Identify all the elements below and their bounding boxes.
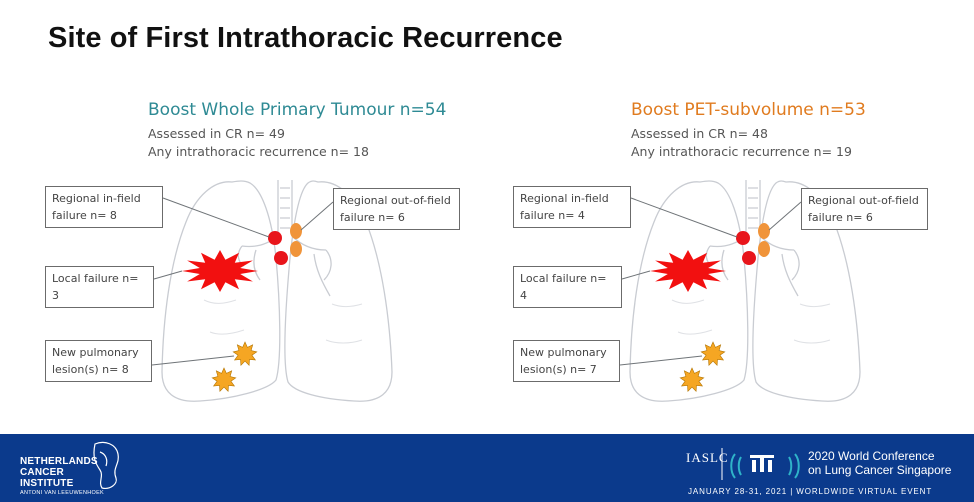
callout-line: failure n= 6	[808, 211, 873, 224]
institute-line: NETHERLANDS	[20, 456, 98, 467]
local-failure-marker	[650, 250, 726, 292]
recurrence-markers-right	[619, 197, 802, 393]
leader-line	[619, 355, 703, 366]
callout-line: New pulmonary	[52, 346, 139, 359]
footer-graphics	[93, 441, 800, 489]
callout-new-pulmonary-left: New pulmonary lesion(s) n= 8	[45, 340, 152, 382]
conference-logo-icon	[730, 453, 800, 479]
recurrence-count: Any intrathoracic recurrence n= 18	[148, 144, 369, 159]
pulmonary-lesion-marker	[232, 341, 258, 367]
callout-regional-out-field-right: Regional out-of-field failure n= 6	[801, 188, 928, 230]
regional-out-field-node	[290, 241, 302, 257]
assessed-count: Assessed in CR n= 49	[148, 126, 285, 141]
regional-in-field-node	[268, 231, 282, 245]
left-lung	[629, 180, 749, 402]
callout-line: Local failure n= 4	[520, 272, 607, 302]
conference-dates: JANUARY 28-31, 2021 | WORLDWIDE VIRTUAL …	[688, 487, 933, 496]
regional-in-field-node	[274, 251, 288, 265]
callout-line: lesion(s) n= 8	[52, 363, 129, 376]
callout-regional-in-field-right: Regional in-field failure n= 4	[513, 186, 631, 228]
callout-local-failure-right: Local failure n= 4	[513, 266, 622, 308]
panel-heading-pet-subvolume: Boost PET-subvolume n=53 Assessed in CR …	[631, 100, 866, 161]
callout-line: Regional out-of-field	[808, 194, 919, 207]
leader-line	[630, 197, 738, 238]
leader-line	[153, 270, 183, 280]
assessed-count: Assessed in CR n= 48	[631, 126, 768, 141]
institute-line: CANCER	[20, 467, 64, 478]
conference-name: 2020 World Conference on Lung Cancer Sin…	[808, 449, 951, 477]
right-lung	[752, 180, 861, 402]
diagram-canvas	[151, 180, 861, 402]
callout-line: failure n= 8	[52, 209, 117, 222]
panel-heading-whole-tumour: Boost Whole Primary Tumour n=54 Assessed…	[148, 100, 446, 161]
panel-title: Boost Whole Primary Tumour n=54	[148, 100, 447, 120]
recurrence-markers-left	[151, 197, 334, 393]
society-name: IASLC	[686, 450, 729, 465]
lungs-outline-left	[161, 180, 393, 402]
local-failure-marker	[182, 250, 258, 292]
callout-regional-out-field-left: Regional out-of-field failure n= 6	[333, 188, 460, 230]
left-lung	[161, 180, 281, 402]
conference-line: on Lung Cancer Singapore	[808, 463, 952, 477]
callout-line: failure n= 4	[520, 209, 585, 222]
institute-name: NETHERLANDS CANCER INSTITUTE ANTONI VAN …	[20, 456, 104, 498]
callout-local-failure-left: Local failure n= 3	[45, 266, 154, 308]
pulmonary-lesion-marker	[700, 341, 726, 367]
callout-line: Regional in-field	[520, 192, 609, 205]
leader-line	[151, 355, 235, 366]
regional-in-field-node	[736, 231, 750, 245]
regional-in-field-node	[742, 251, 756, 265]
trachea-rings	[748, 187, 758, 229]
leader-line	[162, 197, 270, 238]
callout-line: lesion(s) n= 7	[520, 363, 597, 376]
trachea-rings	[280, 187, 290, 229]
recurrence-count: Any intrathoracic recurrence n= 19	[631, 144, 852, 159]
leader-line	[621, 270, 651, 280]
slide-title: Site of First Intrathoracic Recurrence	[48, 22, 563, 54]
conference-emblem-icon	[750, 455, 774, 472]
leader-line	[768, 201, 802, 231]
callout-line: failure n= 6	[340, 211, 405, 224]
callout-new-pulmonary-right: New pulmonary lesion(s) n= 7	[513, 340, 620, 382]
callout-line: Regional out-of-field	[340, 194, 451, 207]
pulmonary-lesion-marker	[211, 367, 237, 393]
institute-subtitle: ANTONI VAN LEEUWENHOEK	[20, 490, 105, 496]
callout-line: Local failure n= 3	[52, 272, 139, 302]
institute-logo-icon	[93, 441, 119, 489]
leader-line	[300, 201, 334, 231]
conference-line: 2020 World Conference	[808, 449, 935, 463]
callout-line: New pulmonary	[520, 346, 607, 359]
regional-out-field-node	[758, 223, 770, 239]
institute-line: INSTITUTE	[20, 478, 74, 489]
right-lung	[284, 180, 393, 402]
callout-line: Regional in-field	[52, 192, 141, 205]
panel-title: Boost PET-subvolume n=53	[631, 100, 866, 120]
pulmonary-lesion-marker	[679, 367, 705, 393]
regional-out-field-node	[290, 223, 302, 239]
footer-banner: NETHERLANDS CANCER INSTITUTE ANTONI VAN …	[0, 434, 974, 502]
bronchi	[705, 235, 800, 297]
regional-out-field-node	[758, 241, 770, 257]
bronchi	[237, 235, 332, 297]
callout-regional-in-field-left: Regional in-field failure n= 8	[45, 186, 163, 228]
lungs-outline-right	[629, 180, 861, 402]
